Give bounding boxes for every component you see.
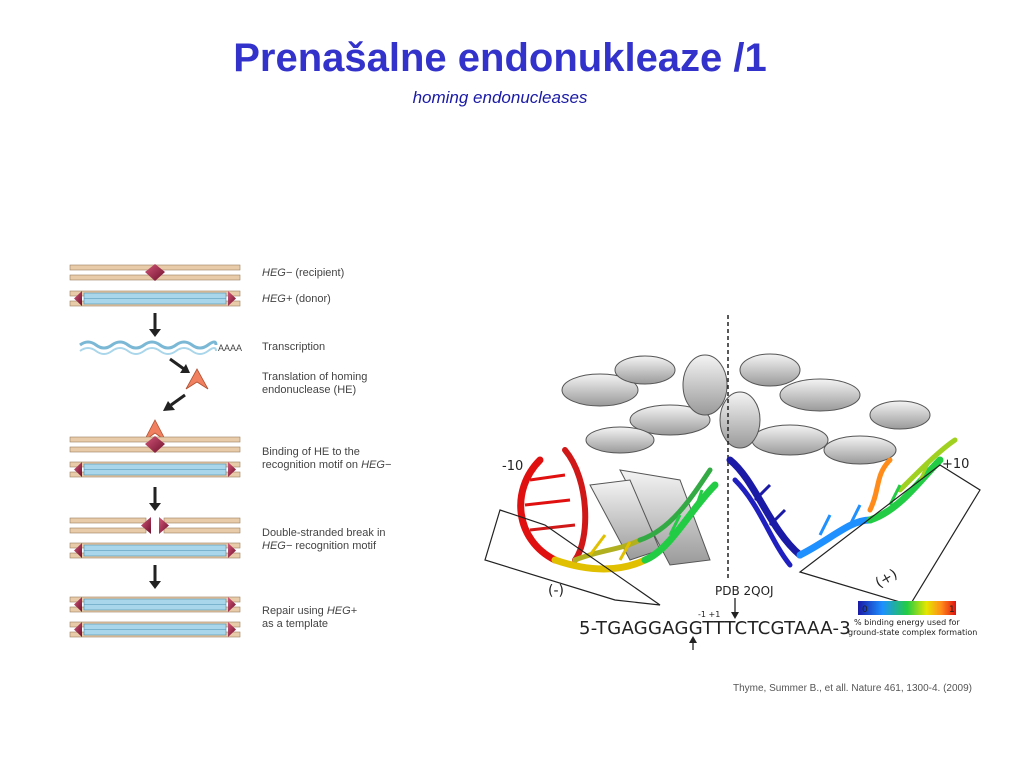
- recognition-sequence: 5-TGAGGAGGTTTCTCGTAAA-3: [579, 618, 852, 639]
- homing-endonuclease-shape: [185, 368, 209, 390]
- recognition-site-marker: [145, 264, 165, 281]
- page-title: Prenašalne endonukleaze /1: [233, 36, 767, 80]
- dna-bases: [524, 459, 932, 561]
- mrna-polya-tail: AAAA: [218, 343, 242, 353]
- cleaved-recipient-dna: [69, 517, 241, 534]
- energy-scale-caption-2: ground-state complex formation: [848, 628, 977, 637]
- repaired-dna-2: [69, 621, 241, 638]
- pdb-id-label: PDB 2QOJ: [715, 584, 774, 598]
- arrow-down-icon: [149, 487, 161, 511]
- plus-half-label: (+): [873, 566, 901, 591]
- arrow-down-icon: [149, 313, 161, 337]
- arrow-down-right-icon: [169, 357, 190, 373]
- energy-scale-caption-1: % binding energy used for: [854, 618, 960, 627]
- energy-scale-min: 0: [862, 605, 868, 615]
- citation: Thyme, Summer B., et all. Nature 461, 13…: [733, 683, 972, 694]
- plus-half-box: [798, 464, 981, 606]
- arrow-down-left-icon: [163, 393, 186, 411]
- step-label-repair: Repair using HEG+as a template: [262, 605, 358, 630]
- heg-donor-dna-2: [69, 461, 241, 478]
- cut-arrow-top-icon: [731, 598, 739, 619]
- protein-ribbon: [561, 353, 931, 566]
- energy-scale-max: 1: [949, 605, 955, 615]
- minus-half-label: (-): [548, 583, 564, 599]
- homing-mechanism-diagram: AAAA: [69, 264, 242, 638]
- mrna-wave: [79, 340, 218, 350]
- heg-recipient-dna: [69, 264, 241, 281]
- arrow-down-icon: [149, 565, 161, 589]
- heg-donor-dna-3: [69, 542, 241, 559]
- cut-arrow-bottom-icon: [689, 636, 697, 650]
- step-label-donor: HEG+ (donor): [262, 293, 331, 305]
- minus-half-box: [484, 509, 661, 606]
- repaired-dna-1: [69, 596, 241, 613]
- energy-color-scale: [858, 601, 956, 615]
- step-label-transcription: Transcription: [262, 341, 326, 353]
- right-end-label: +10: [942, 457, 969, 472]
- heg-donor-dna: [69, 290, 241, 307]
- page-subtitle: homing endonucleases: [412, 88, 588, 107]
- step-label-recipient: HEG− (recipient): [262, 267, 345, 279]
- cut-position-label: -1 +1: [698, 610, 720, 619]
- protein-dna-structure: -10 +10 (-) (+) PDB 2QOJ -1 +1 0 1 % bin…: [484, 315, 981, 650]
- he-bound-recipient-dna: [69, 419, 241, 453]
- left-end-label: -10: [502, 459, 523, 474]
